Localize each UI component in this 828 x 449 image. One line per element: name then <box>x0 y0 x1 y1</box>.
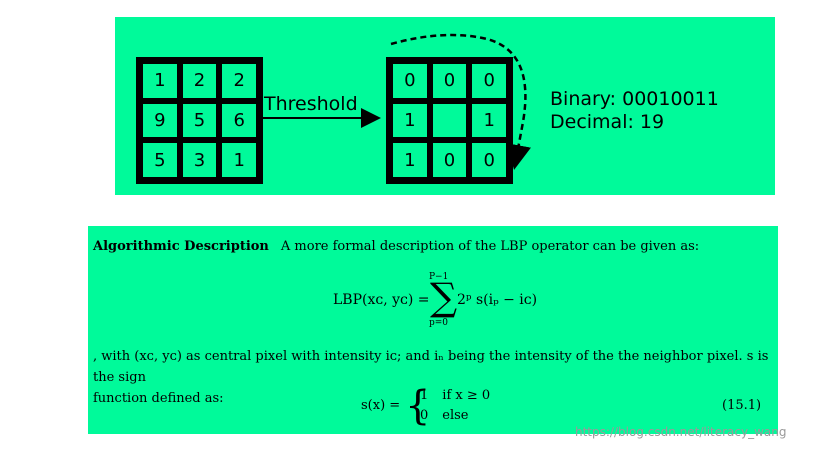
input-cell: 9 <box>140 100 180 141</box>
section-heading: Algorithmic Description <box>93 239 269 254</box>
case-brace: { <box>405 383 431 429</box>
input-pixel-grid: 1 2 2 9 5 6 5 3 1 <box>136 57 263 184</box>
sign-function-lhs: s(x) = <box>361 398 401 413</box>
output-cell: 1 <box>390 100 430 141</box>
intro-text: A more formal description of the LBP ope… <box>280 239 700 254</box>
decimal-value: Decimal: 19 <box>550 111 665 133</box>
explanation-line-2: function defined as: <box>93 391 224 406</box>
lbp-diagram-panel: 1 2 2 9 5 6 5 3 1 Threshold 0 0 0 1 1 1 … <box>115 17 775 195</box>
input-cell: 3 <box>179 140 220 180</box>
threshold-label: Threshold <box>264 93 358 115</box>
case-row-1: 1 if x ≥ 0 <box>420 388 490 403</box>
watermark: https://blog.csdn.net/literacy_wang <box>575 425 787 439</box>
lbp-result: Binary: 00010011 Decimal: 19 <box>550 88 719 134</box>
lbp-formula-lhs: LBP(xᴄ, yᴄ) = <box>333 292 430 308</box>
sum-sigma-symbol: ∑ <box>430 275 458 319</box>
output-cell: 0 <box>469 61 509 101</box>
input-cell: 1 <box>140 61 180 101</box>
sum-lower-limit: p=0 <box>429 318 449 328</box>
input-cell: 1 <box>219 140 259 180</box>
diagram-arrows <box>258 33 531 170</box>
input-cell: 6 <box>219 100 259 141</box>
clockwise-dashed-arrow <box>390 33 531 170</box>
output-cell: 0 <box>390 61 430 101</box>
sign-function-formula: s(x) = { 1 if x ≥ 0 0 else <box>361 386 561 430</box>
equation-number: (15.1) <box>722 398 762 413</box>
explanation-line-1: , with (xᴄ, yᴄ) as central pixel with in… <box>93 349 769 385</box>
case1-condition: if x ≥ 0 <box>442 388 491 403</box>
case2-condition: else <box>442 408 469 423</box>
input-cell: 2 <box>179 61 220 101</box>
binary-value: Binary: 00010011 <box>550 88 719 110</box>
input-cell: 5 <box>140 140 180 180</box>
case1-value: 1 <box>420 388 429 403</box>
output-cell: 0 <box>429 61 470 101</box>
explanation-paragraph: , with (xᴄ, yᴄ) as central pixel with in… <box>93 346 773 409</box>
output-cell: 0 <box>429 140 470 180</box>
output-cell: 1 <box>390 140 430 180</box>
output-cell-center <box>429 100 470 141</box>
case-row-2: 0 else <box>420 408 469 423</box>
case2-value: 0 <box>420 408 429 423</box>
lbp-formula: LBP(xᴄ, yᴄ) = P−1 ∑ p=0 2ᵖ s(iₚ − iᴄ) <box>333 272 553 334</box>
input-cell: 2 <box>219 61 259 101</box>
algorithm-description-panel: Algorithmic Description A more formal des… <box>88 226 778 434</box>
intro-paragraph: Algorithmic Description A more formal des… <box>93 239 699 254</box>
sum-upper-limit: P−1 <box>429 272 449 282</box>
output-cell: 1 <box>469 100 509 141</box>
input-cell-center: 5 <box>179 100 220 141</box>
lbp-formula-rhs: 2ᵖ s(iₚ − iᴄ) <box>457 292 538 308</box>
